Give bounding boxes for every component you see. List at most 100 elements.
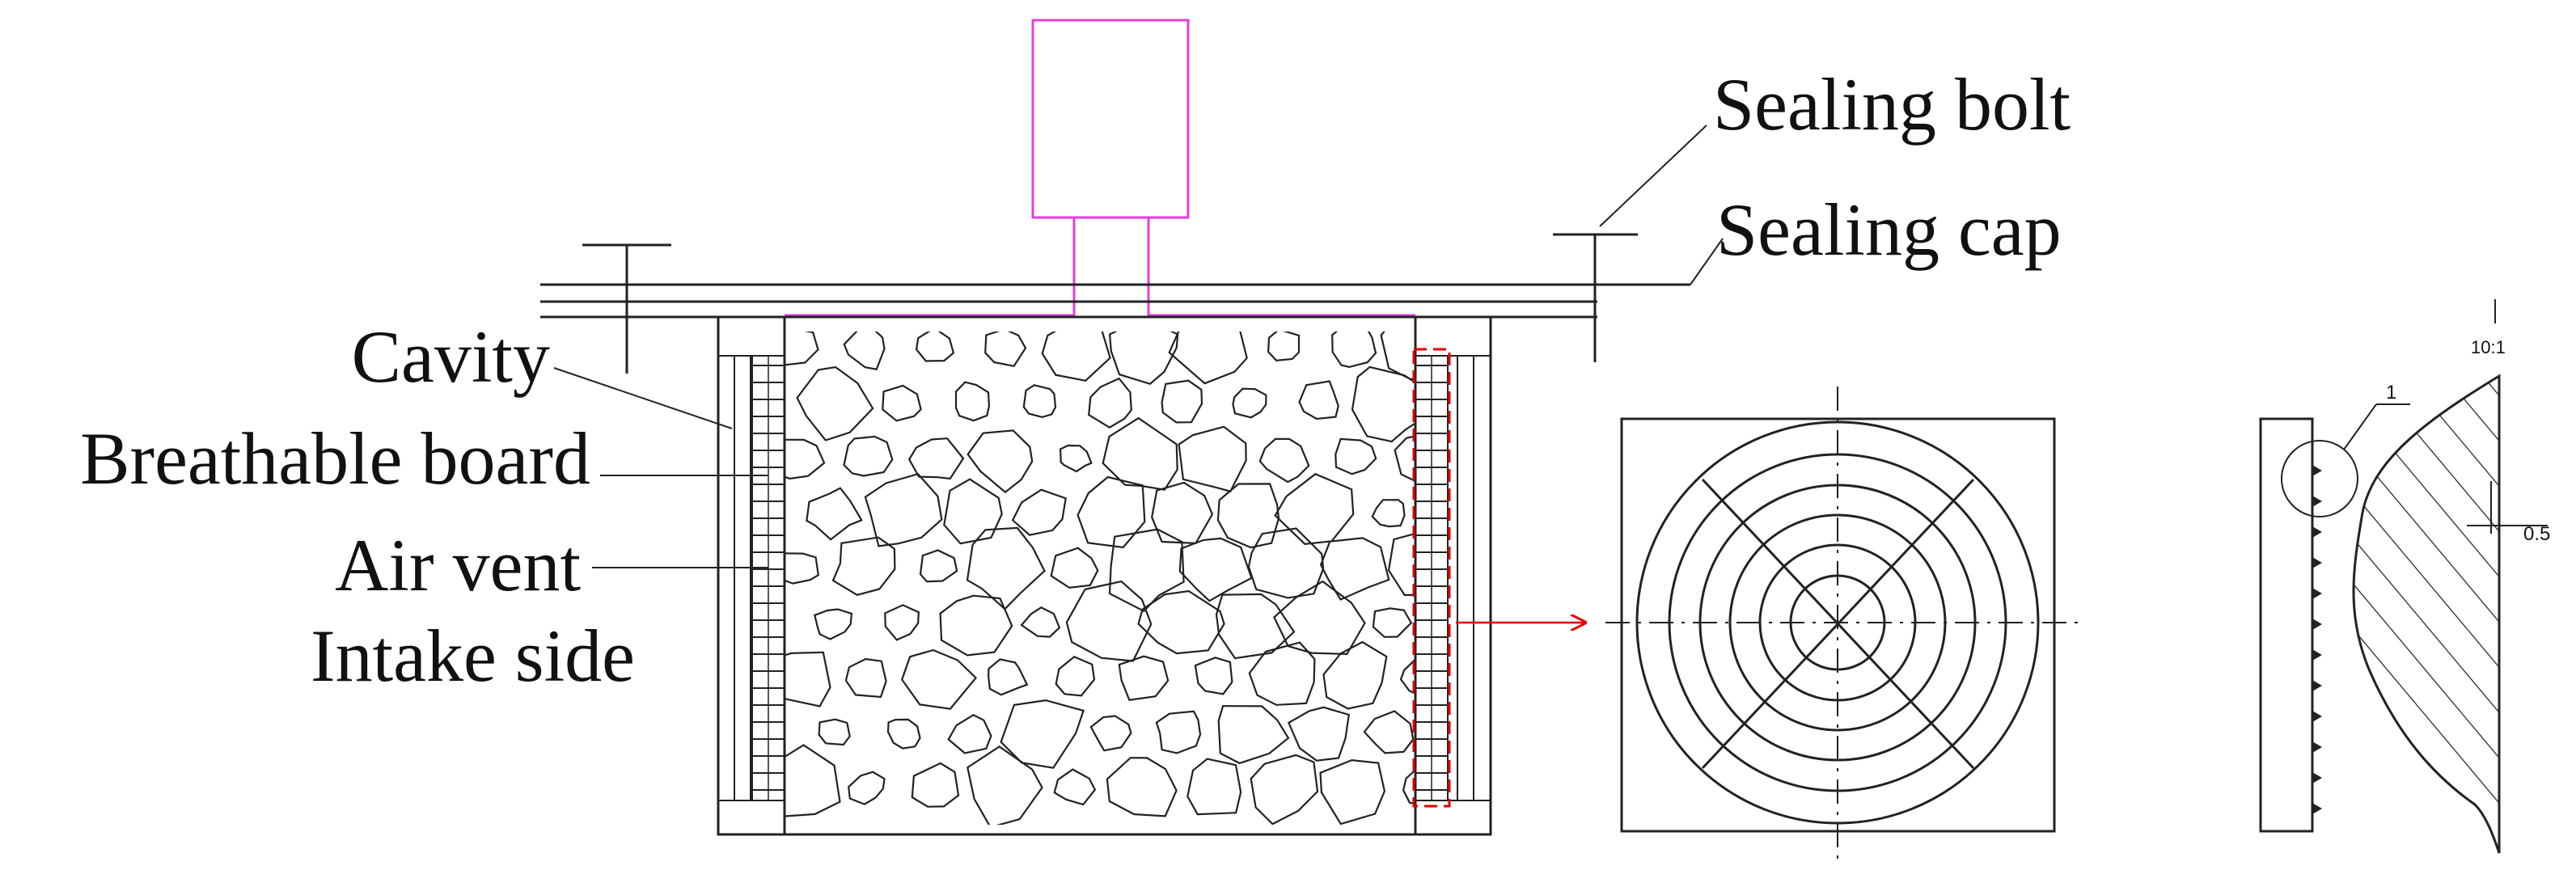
rock: [1423, 702, 1486, 755]
rock: [1151, 481, 1214, 545]
rock: [1298, 380, 1339, 420]
label-air-vent: Air vent: [335, 524, 581, 606]
rock: [1247, 527, 1325, 599]
rock: [1022, 384, 1057, 419]
rock: [1108, 332, 1179, 386]
air-vents-left: [752, 356, 785, 800]
rock: [900, 648, 978, 710]
rock: [1402, 771, 1415, 805]
rock: [1137, 589, 1225, 655]
rock: [1194, 657, 1233, 695]
rock: [1258, 437, 1310, 484]
rock: [911, 762, 960, 808]
rock: [785, 651, 831, 707]
rock: [1267, 332, 1301, 361]
rock: [967, 745, 1043, 825]
rock: [947, 713, 992, 754]
rock: [939, 594, 1013, 657]
rock: [966, 526, 1046, 610]
breathable-board-right: [1415, 355, 1449, 801]
detail-highlight: [1412, 348, 1585, 808]
rock: [1216, 483, 1280, 549]
pump-box: [785, 19, 1415, 317]
rock: [943, 478, 1003, 545]
rock: [1011, 488, 1067, 536]
leader-lines: [553, 125, 1724, 568]
rock: [915, 332, 955, 362]
rock: [1108, 528, 1185, 613]
rock: [1274, 472, 1355, 545]
rock: [1363, 710, 1415, 754]
rock: [1089, 715, 1132, 752]
rock: [984, 332, 1027, 368]
rock: [1387, 532, 1415, 597]
label-cavity: Cavity: [352, 315, 550, 398]
rock: [1077, 475, 1146, 549]
rock: [1319, 758, 1386, 825]
rock: [1287, 706, 1351, 762]
rock: [796, 365, 874, 441]
rock: [1335, 437, 1377, 475]
detail-callout-number: 1: [2386, 382, 2396, 403]
vent-tooth: [2312, 619, 2322, 630]
rock: [1020, 606, 1061, 638]
rock: [1319, 537, 1390, 601]
rock: [844, 657, 887, 699]
label-sealing-bolt: Sealing bolt: [1713, 63, 2071, 146]
rock: [1394, 435, 1415, 483]
rock: [1059, 444, 1093, 473]
label-sealing-cap: Sealing cap: [1716, 188, 2062, 271]
rock: [886, 718, 921, 750]
vent-tooth: [2312, 465, 2322, 476]
rock: [1250, 754, 1319, 825]
rock: [1178, 537, 1253, 602]
rock: [818, 718, 851, 746]
vent-tooth: [2312, 588, 2322, 599]
rock: [1161, 379, 1203, 424]
rock: [1118, 655, 1170, 701]
breathable-board-left: [751, 355, 785, 801]
detail-dimension: 0.5: [2523, 523, 2550, 545]
rock: [1168, 332, 1248, 385]
rock: [1380, 332, 1415, 381]
vent-tooth: [2312, 496, 2322, 507]
label-intake-side: Intake side: [311, 615, 635, 697]
vent-teeth: [2312, 465, 2322, 814]
rock: [1050, 547, 1099, 589]
rock: [831, 536, 896, 596]
sealing-bolt-left: [582, 243, 671, 374]
rock: [1186, 758, 1242, 816]
rock: [1232, 387, 1267, 419]
rock: [785, 332, 819, 366]
rock-fill: [785, 332, 1486, 825]
rock: [1351, 365, 1415, 443]
vent-tooth: [2312, 557, 2322, 568]
rock: [967, 429, 1034, 494]
rock: [1217, 704, 1290, 765]
vent-tooth: [2312, 649, 2322, 661]
rock: [1322, 640, 1388, 710]
breathable-board-top-view: [1605, 386, 2079, 861]
vent-tooth: [2312, 526, 2322, 538]
rock: [1372, 607, 1413, 638]
rock: [806, 487, 863, 541]
rock: [882, 384, 922, 422]
rock: [1331, 332, 1377, 369]
rock: [907, 437, 965, 480]
container: [717, 315, 1492, 836]
rock: [814, 608, 853, 640]
rock: [1371, 499, 1406, 528]
vent-tooth: [2312, 711, 2322, 722]
vent-tooth: [2312, 803, 2322, 814]
rock: [843, 332, 886, 370]
sealing-bolt-right: [1553, 233, 1638, 362]
rock: [919, 549, 958, 583]
rock: [1088, 377, 1132, 429]
rock: [1102, 416, 1178, 491]
rock: [1055, 656, 1096, 697]
vent-tooth: [2312, 680, 2322, 691]
sealing-cap: [540, 283, 1690, 319]
rock: [848, 771, 886, 805]
rock: [785, 744, 841, 817]
